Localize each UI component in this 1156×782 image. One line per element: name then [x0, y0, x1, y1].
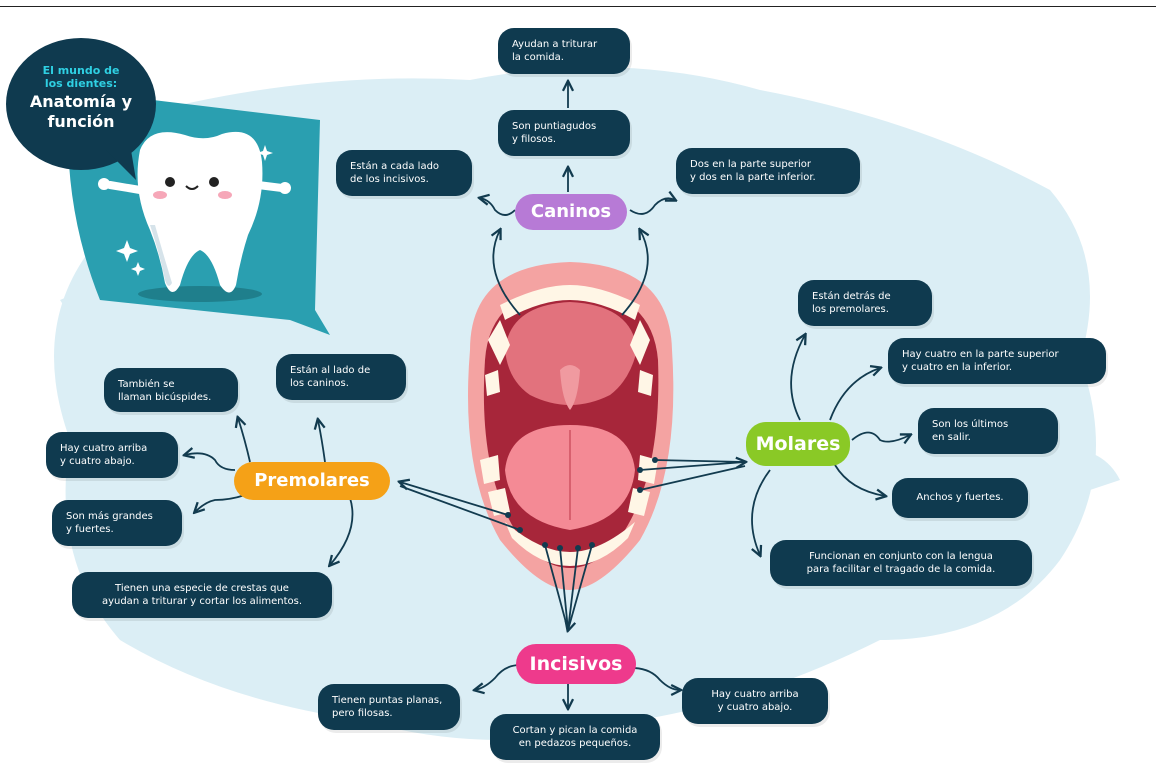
note-molares-ultimos: Son los últimos en salir.	[918, 408, 1058, 454]
note-premolares-cuatro: Hay cuatro arriba y cuatro abajo.	[46, 432, 178, 478]
note-premolares-crestas: Tienen una especie de crestas que ayudan…	[72, 572, 332, 618]
note-premolares-grandes: Son más grandes y fuertes.	[52, 500, 182, 546]
note-premolares-lado: Están al lado de los caninos.	[276, 354, 406, 400]
note-molares-funcionan: Funcionan en conjunto con la lengua para…	[770, 540, 1032, 586]
note-molares-detras: Están detrás de los premolares.	[798, 280, 932, 326]
open-mouth-illustration	[468, 262, 673, 590]
note-caninos-dos: Dos en la parte superior y dos en la par…	[676, 148, 860, 194]
note-molares-anchos: Anchos y fuertes.	[892, 478, 1028, 518]
incisivos-pill: Incisivos	[516, 644, 636, 684]
note-caninos-lado: Están a cada lado de los incisivos.	[336, 150, 472, 196]
note-premolares-bicuspides: También se llaman bicúspides.	[104, 368, 238, 412]
caninos-pill: Caninos	[515, 194, 627, 230]
note-incisivos-cuatro: Hay cuatro arriba y cuatro abajo.	[682, 678, 828, 724]
molares-pill: Molares	[746, 422, 850, 466]
note-incisivos-puntas: Tienen puntas planas, pero filosas.	[318, 684, 460, 730]
note-incisivos-cortan: Cortan y pican la comida en pedazos pequ…	[490, 714, 660, 760]
note-caninos-triturar: Ayudan a triturar la comida.	[498, 28, 630, 74]
note-molares-cuatro: Hay cuatro en la parte superior y cuatro…	[888, 338, 1106, 384]
premolares-pill: Premolares	[234, 462, 390, 500]
note-caninos-puntiagudos: Son puntiagudos y filosos.	[498, 110, 630, 156]
